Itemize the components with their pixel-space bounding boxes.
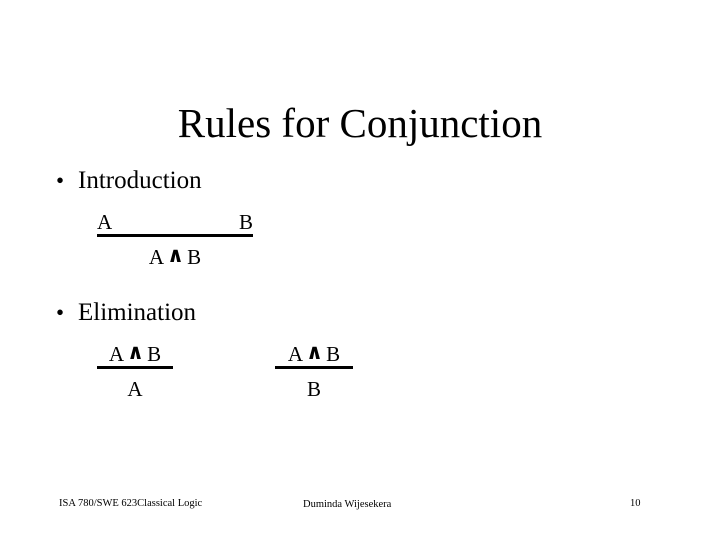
conclusion-operand-b: B — [187, 245, 202, 269]
bullet-item-elimination: • Elimination — [56, 300, 196, 325]
bullet-label-elimination: Elimination — [78, 299, 197, 326]
inference-bar — [97, 234, 253, 237]
bullet-point-icon: • — [56, 300, 65, 325]
inference-bar — [97, 366, 173, 369]
footer-page-number: 10 — [630, 498, 641, 509]
bullet-label-introduction: Introduction — [78, 167, 202, 194]
footer-author-label: Duminda Wijesekera — [303, 499, 392, 510]
bullet-point-icon: • — [56, 168, 65, 193]
inference-rule-conjunction-elimination-left: A∧B A — [97, 340, 173, 401]
conjunction-operator-icon: ∧ — [167, 243, 185, 267]
premise-operand-a: A — [108, 342, 125, 366]
conjunction-operator-icon: ∧ — [306, 340, 324, 364]
rule-premise-row: A B — [97, 210, 253, 234]
rule-premise-row: A∧B — [97, 340, 173, 366]
premise-operand-b: B — [147, 342, 162, 366]
inference-rule-conjunction-introduction: A B A∧B — [97, 210, 253, 269]
rule-conclusion-row: B — [306, 377, 321, 401]
premise-operand-b: B — [238, 210, 253, 234]
premise-operand-b: B — [326, 342, 341, 366]
bullet-item-introduction: • Introduction — [56, 168, 202, 193]
inference-bar — [275, 366, 353, 369]
conjunction-operator-icon: ∧ — [127, 340, 145, 364]
premise-operand-a: A — [97, 210, 113, 234]
footer-course-label: ISA 780/SWE 623Classical Logic — [59, 498, 203, 509]
rule-premise-row: A∧B — [275, 340, 353, 366]
conclusion-operand-a: A — [148, 245, 165, 269]
inference-rule-conjunction-elimination-right: A∧B B — [275, 340, 353, 401]
rule-conclusion-row: A — [127, 377, 143, 401]
premise-operand-a: A — [287, 342, 304, 366]
page-title: Rules for Conjunction — [177, 100, 543, 147]
rule-conclusion-row: A∧B — [97, 237, 253, 269]
